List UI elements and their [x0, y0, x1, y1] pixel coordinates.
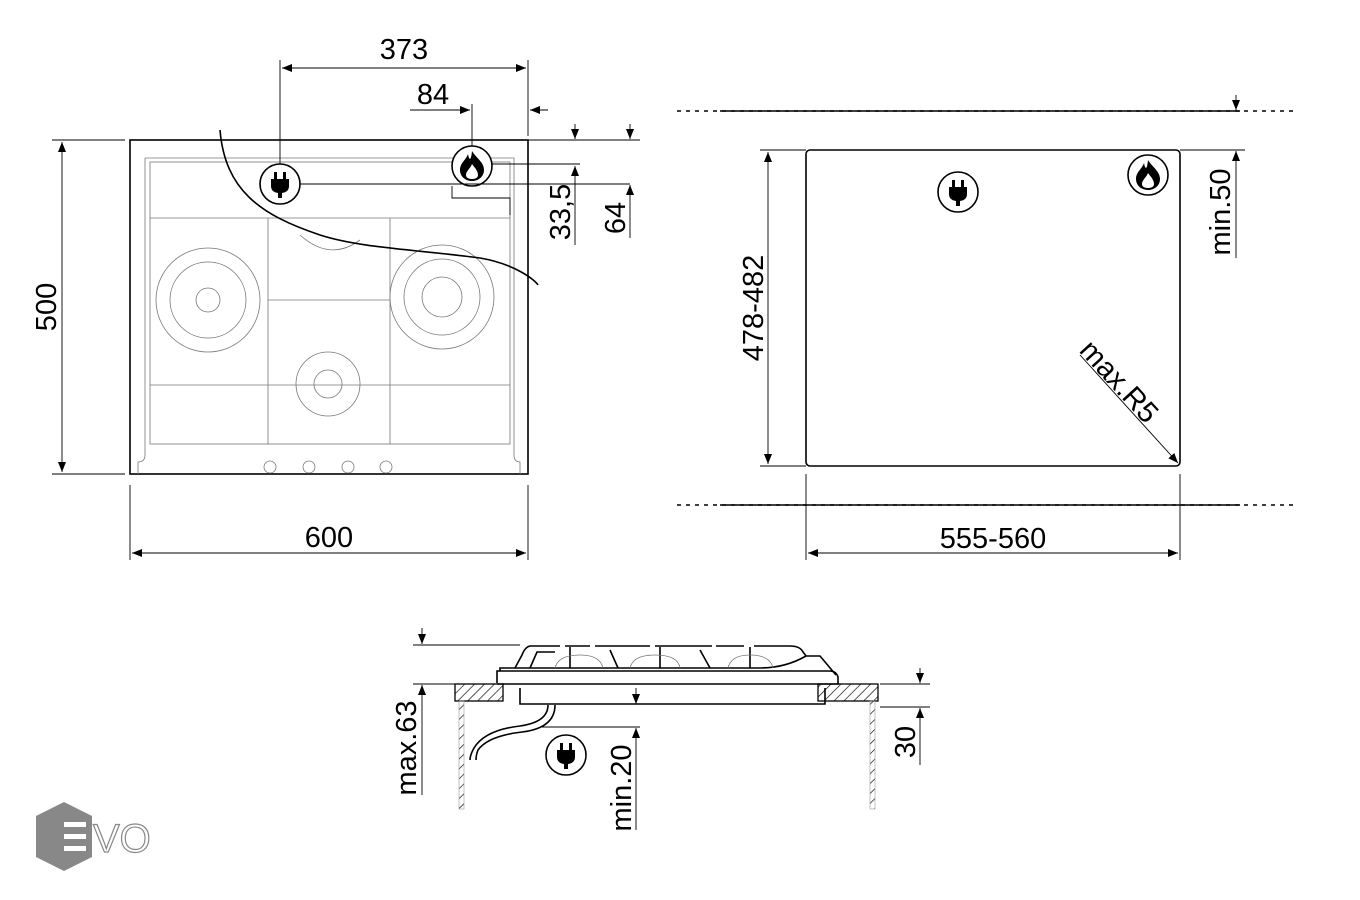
cutout-dimensions: 478-482 555-560 min.50 max.R5 [738, 95, 1245, 560]
plug-offset-label: 373 [380, 34, 428, 66]
height-label: max.63 [391, 700, 423, 795]
clearance-label: min.20 [606, 744, 638, 831]
gas-flame-icon [451, 145, 493, 187]
width-label: 600 [305, 522, 353, 554]
front-clearance-label: min.50 [1205, 168, 1237, 255]
plug-depth-label: 64 [600, 202, 632, 234]
cutout-view [677, 110, 1295, 506]
plug-icon [937, 171, 979, 213]
gas-offset-label: 84 [417, 79, 449, 111]
counter-thickness-label: 30 [890, 726, 922, 758]
top-view-dimensions: 500 600 373 84 33,5 64 [31, 34, 640, 560]
evo-logo: VO [36, 802, 151, 871]
cutout-width-label: 555-560 [940, 523, 1046, 555]
side-view [454, 645, 879, 810]
plug-icon [259, 163, 301, 205]
gas-flame-icon [1127, 154, 1169, 196]
radius-label: max.R5 [1073, 334, 1164, 429]
cutout-depth-label: 478-482 [738, 255, 770, 361]
depth-label: 500 [31, 283, 63, 331]
svg-text:VO: VO [93, 817, 151, 861]
side-view-dimensions: max.63 30 min.20 [391, 628, 930, 832]
gas-depth-label: 33,5 [545, 184, 577, 240]
hob-top-view [129, 129, 630, 475]
plug-icon [545, 734, 587, 776]
